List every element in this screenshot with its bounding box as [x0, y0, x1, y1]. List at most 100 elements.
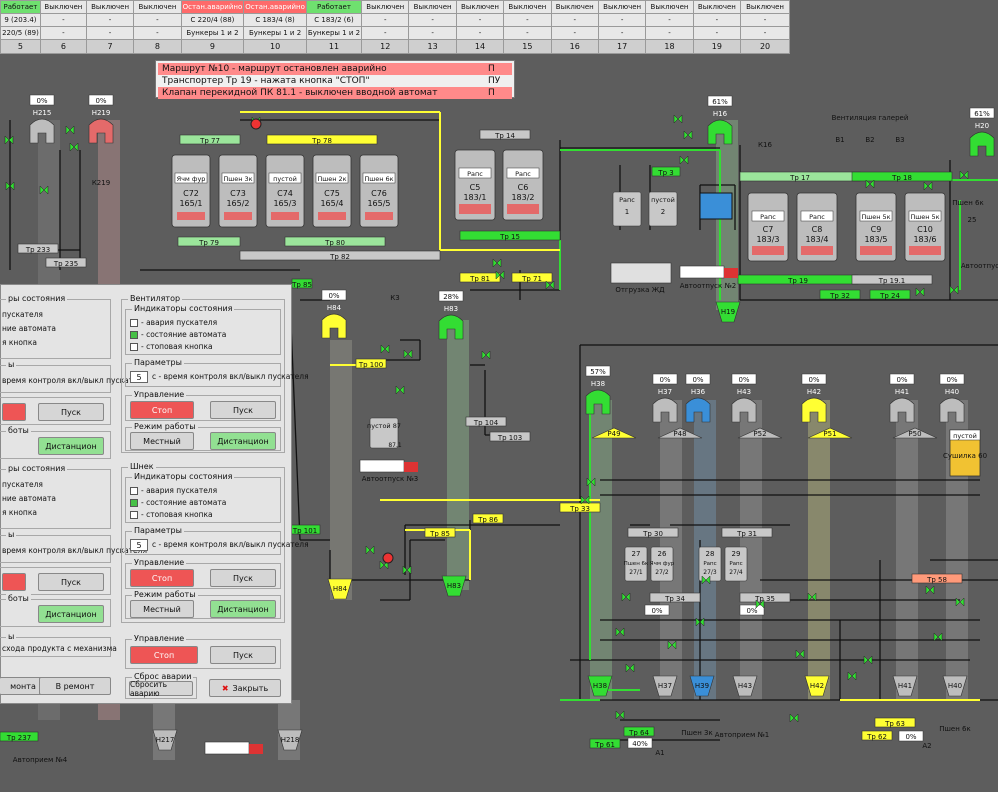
valve-icon[interactable] [395, 385, 405, 395]
elevator-head-icon[interactable] [889, 397, 915, 423]
valve-icon[interactable] [925, 585, 935, 595]
alarm-row[interactable]: Транспортер Тр 19 - нажата кнопка "СТОП"… [158, 75, 512, 87]
valve-icon[interactable] [695, 617, 705, 627]
conveyor-c18[interactable] [851, 171, 953, 182]
distributor-icon[interactable] [657, 427, 703, 439]
conveyor-c82[interactable] [239, 250, 441, 261]
valve-icon[interactable] [807, 592, 817, 602]
conveyor-c71[interactable] [511, 272, 553, 283]
valve-icon[interactable] [667, 640, 677, 650]
conveyor-c85top[interactable] [291, 278, 313, 289]
silo-С10[interactable] [904, 192, 946, 262]
elevator-head-icon[interactable] [707, 119, 733, 145]
valve-icon[interactable] [923, 181, 933, 191]
valve-icon[interactable] [4, 135, 14, 145]
conveyor-c104[interactable] [465, 416, 507, 427]
valve-icon[interactable] [5, 181, 15, 191]
valve-icon[interactable] [847, 671, 857, 681]
distributor-icon[interactable] [737, 427, 783, 439]
distributor-icon[interactable] [807, 427, 853, 439]
elevator-head-icon[interactable] [438, 314, 464, 340]
fan-start-button[interactable]: Пуск [210, 401, 276, 419]
screw-remote-button[interactable]: Дистанцион [210, 600, 276, 618]
valve-icon[interactable] [495, 270, 505, 280]
silo-С7[interactable] [747, 192, 789, 262]
conveyor-c30[interactable] [627, 527, 679, 538]
valve-icon[interactable] [625, 663, 635, 673]
valve-icon[interactable] [949, 285, 959, 295]
conveyor-c64[interactable] [623, 726, 655, 737]
hopper-icon[interactable] [152, 729, 178, 751]
valve-icon[interactable] [69, 142, 79, 152]
valve-icon[interactable] [933, 632, 943, 642]
elevator-head-icon[interactable] [801, 397, 827, 423]
left2-remote-button[interactable]: Дистанцион [38, 605, 104, 623]
silo-С5[interactable] [454, 149, 496, 221]
close-button[interactable]: ✖Закрыть [209, 679, 281, 697]
elevator-head-icon[interactable] [321, 313, 347, 339]
elevator-head-icon[interactable] [585, 389, 611, 415]
conveyor-c103[interactable] [489, 431, 531, 442]
conveyor-c78[interactable] [266, 134, 378, 145]
valve-icon[interactable] [679, 155, 689, 165]
screw-start-button[interactable]: Пуск [210, 569, 276, 587]
conveyor-c63[interactable] [874, 717, 916, 728]
valve-icon[interactable] [865, 179, 875, 189]
hopper-icon[interactable] [715, 301, 741, 323]
bin-27[interactable] [624, 546, 648, 582]
repair-in-button[interactable]: В ремонт [39, 677, 111, 695]
hopper-icon[interactable] [942, 675, 968, 697]
silo-С8[interactable] [796, 192, 838, 262]
flap-valve-81-1-icon[interactable] [382, 552, 394, 564]
valve-icon[interactable] [615, 710, 625, 720]
conveyor-c86[interactable] [472, 513, 504, 524]
screw-local-button[interactable]: Местный [130, 600, 194, 618]
valve-icon[interactable] [492, 258, 502, 268]
conveyor-c62[interactable] [861, 730, 893, 741]
common-start-button[interactable]: Пуск [210, 646, 276, 664]
conveyor-c237[interactable] [0, 731, 39, 742]
valve-icon[interactable] [789, 713, 799, 723]
conveyor-c80[interactable] [284, 236, 386, 247]
valve-icon[interactable] [65, 125, 75, 135]
conveyor-c58[interactable] [911, 573, 963, 584]
valve-icon[interactable] [955, 597, 965, 607]
bunker-87[interactable] [369, 417, 399, 449]
bunker-1[interactable] [612, 191, 642, 227]
hopper-icon[interactable] [441, 575, 467, 597]
valve-icon[interactable] [580, 495, 590, 505]
valve-icon[interactable] [481, 350, 491, 360]
valve-icon[interactable] [673, 114, 683, 124]
left-stop-button[interactable] [2, 403, 26, 421]
valve-icon[interactable] [701, 575, 711, 585]
conveyor-c34[interactable] [649, 592, 701, 603]
valve-icon[interactable] [39, 185, 49, 195]
valve-icon[interactable] [863, 655, 873, 665]
silo-С9[interactable] [855, 192, 897, 262]
valve-icon[interactable] [959, 170, 969, 180]
valve-icon[interactable] [403, 349, 413, 359]
hopper-icon[interactable] [689, 675, 715, 697]
conveyor-c31[interactable] [721, 527, 773, 538]
elevator-head-icon[interactable] [685, 397, 711, 423]
valve-icon[interactable] [683, 130, 693, 140]
conveyor-c61[interactable] [589, 738, 621, 749]
elevator-head-icon[interactable] [88, 118, 114, 144]
silo-С6[interactable] [502, 149, 544, 221]
conveyor-c32[interactable] [819, 289, 861, 300]
valve-icon[interactable] [586, 477, 596, 487]
hopper-icon[interactable] [732, 675, 758, 697]
elevator-head-icon[interactable] [969, 131, 995, 157]
distributor-icon[interactable] [892, 427, 938, 439]
conveyor-c14[interactable] [479, 129, 531, 140]
conveyor-c100[interactable] [355, 358, 387, 369]
hopper-icon[interactable] [277, 729, 303, 751]
left-remote-button[interactable]: Дистанцион [38, 437, 104, 455]
conveyor-c3[interactable] [651, 166, 681, 177]
alarm-row[interactable]: Клапан перекидной ПК 81.1 - выключен вво… [158, 87, 512, 99]
fan-timeout-input[interactable]: 5 [130, 371, 148, 383]
left-start-button[interactable]: Пуск [38, 403, 104, 421]
valve-icon[interactable] [545, 280, 555, 290]
scale-201-202[interactable] [699, 192, 733, 220]
conveyor-c24[interactable] [869, 289, 911, 300]
